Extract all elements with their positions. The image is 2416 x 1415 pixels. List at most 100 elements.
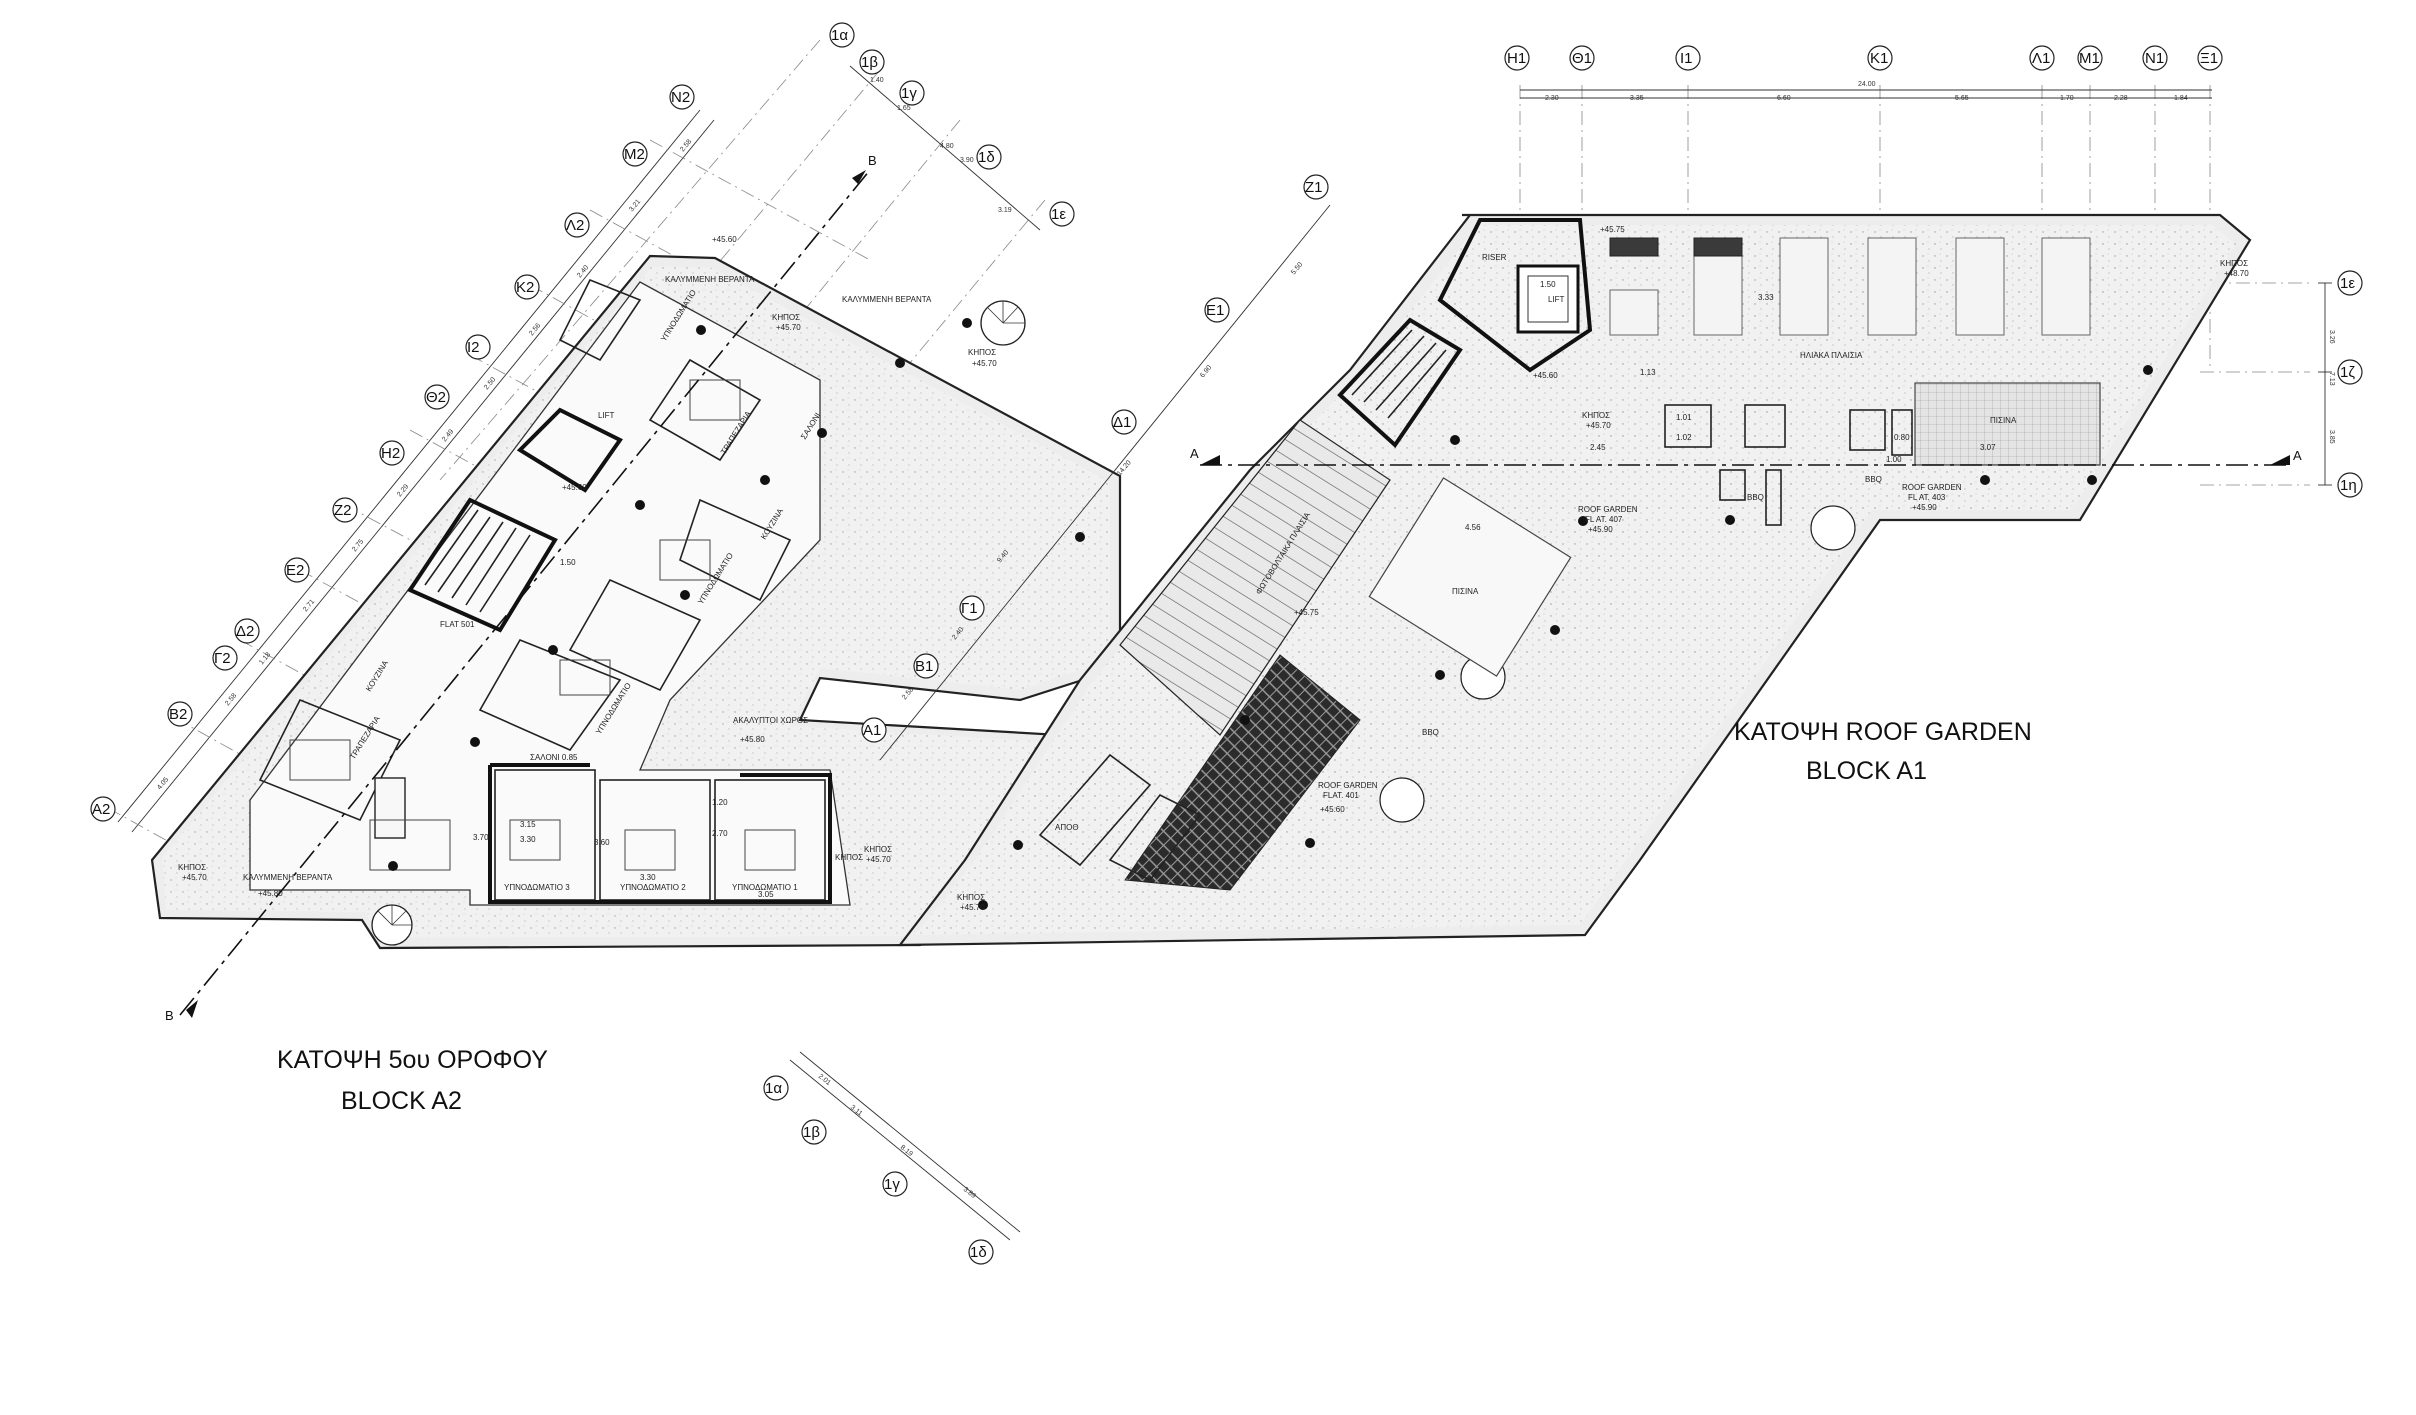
block-a1-title: ΚΑΤΟΨΗ ROOF GARDEN xyxy=(1734,718,2032,746)
dimension-label: 3.05 xyxy=(758,890,774,899)
grid-bubbles-bottom: 1α 1β 1γ 1δ 2.01 3.11 8.19 3.89 xyxy=(763,1051,1021,1265)
bbq-label: BBQ xyxy=(1865,475,1882,484)
grid-label: 1β xyxy=(803,1124,820,1141)
dimension-segment: 6.60 xyxy=(1777,95,1791,102)
grid-label: Ε2 xyxy=(286,562,304,579)
dimension-segment: 1.65 xyxy=(897,105,911,112)
grid-label: 1β xyxy=(861,54,878,71)
grid-label: Β2 xyxy=(169,706,187,723)
roof-garden-label: ROOF GARDEN xyxy=(1902,483,1962,492)
pool-label: ΠΙΣΙΝΑ xyxy=(1452,587,1479,596)
grid-label: 1ε xyxy=(1051,206,1066,223)
grid-label: Δ2 xyxy=(236,623,254,640)
dimension-label: 1.50 xyxy=(560,558,576,567)
living-label: ΣΑΛΟΝΙ 0.85 xyxy=(530,753,578,762)
dimension-segment: 2.28 xyxy=(2114,95,2128,102)
a1-right-dimension xyxy=(2318,282,2332,486)
level-label: +48.70 xyxy=(2224,269,2249,278)
grid-label: Κ2 xyxy=(516,279,534,296)
flat-label: FL AT. 403 xyxy=(1908,493,1946,502)
grid-label: Λ2 xyxy=(566,217,584,234)
grid-label: Ξ1 xyxy=(2200,50,2218,67)
level-label: +45.70 xyxy=(972,359,997,368)
dimension-segment: 3.11 xyxy=(849,1104,864,1118)
grid-label: 1η xyxy=(2340,477,2357,494)
dimension-label: 4.56 xyxy=(1465,523,1481,532)
level-label: +45.90 xyxy=(1588,525,1613,534)
a2-spiral-stair xyxy=(371,904,413,946)
a2-partitions xyxy=(258,278,832,904)
garden-label: ΚΗΠΟΣ xyxy=(968,348,996,357)
grid-label: Ζ1 xyxy=(1305,179,1323,196)
grid-label: Μ1 xyxy=(2079,50,2100,67)
dimension-segment: 1.40 xyxy=(870,77,884,84)
lift-dimension-label: 1.50 xyxy=(1540,280,1556,289)
level-label: +45.60 xyxy=(712,235,737,244)
dimension-segment: 1.18 xyxy=(258,651,272,666)
dimension-segment: 2.58 xyxy=(679,138,693,153)
dimension-label: 2.45 xyxy=(1590,443,1606,452)
dimension-segment: 2.71 xyxy=(302,598,316,613)
grid-label: Ζ2 xyxy=(334,502,352,519)
a1-small-rooms xyxy=(1038,753,1202,882)
dimension-segment: 14.20 xyxy=(1116,459,1133,477)
grid-label: Ι1 xyxy=(1680,50,1693,67)
grid-label: Η1 xyxy=(1507,50,1526,67)
section-a-right-marker: A xyxy=(2293,448,2302,463)
level-label: +45.80 xyxy=(258,889,283,898)
dimension-label: 3.07 xyxy=(1980,443,1996,452)
grid-label: 1δ xyxy=(978,149,995,166)
a1-pool-right xyxy=(1914,382,2101,466)
grid-label: Ε1 xyxy=(1206,302,1224,319)
block-a2-subtitle: BLOCK A2 xyxy=(341,1087,462,1115)
dimension-segment: 4.05 xyxy=(156,776,170,791)
dimension-segment: 3.26 xyxy=(2328,330,2335,344)
left-diagonal-dimension-lines xyxy=(117,109,715,833)
dimension-segment: 2.30 xyxy=(1545,95,1559,102)
level-label: +45.75 xyxy=(1600,225,1625,234)
dimension-label: 0.80 xyxy=(1894,433,1910,442)
dimension-segment: 2.50 xyxy=(483,376,497,391)
grid-label: Κ1 xyxy=(1870,50,1888,67)
level-label: +45.70 xyxy=(866,855,891,864)
covered-veranda-label: ΚΑΛΥΜΜΕΝΗ ΒΕΡΑΝΤΑ xyxy=(842,295,932,304)
block-a2-interior xyxy=(249,281,851,906)
grid-label: Γ1 xyxy=(961,600,978,617)
dimension-segment: 2.40 xyxy=(576,264,590,279)
level-label: +45.75 xyxy=(1294,608,1319,617)
level-label: +45.70 xyxy=(182,873,207,882)
dimension-segment: 8.19 xyxy=(899,1144,914,1158)
grid-label: 1α xyxy=(765,1080,782,1097)
a1-solar-panels xyxy=(1609,237,2091,336)
level-label: +45.90 xyxy=(1912,503,1937,512)
lift-label: LIFT xyxy=(1548,295,1565,304)
a2-columns xyxy=(388,318,1085,871)
dimension-label: 3.30 xyxy=(520,835,536,844)
covered-veranda-label: ΚΑΛΥΜΜΕΝΗ ΒΕΡΑΝΤΑ xyxy=(243,873,333,882)
garden-label: ΚΗΠΟΣ xyxy=(2220,259,2248,268)
garden-label: ΚΗΠΟΣ xyxy=(772,313,800,322)
dimension-segment: 5.65 xyxy=(1955,95,1969,102)
dimension-label: 1.13 xyxy=(1640,368,1656,377)
grid-label: Λ1 xyxy=(2032,50,2050,67)
block-a2-title: ΚΑΤΟΨΗ 5ου ΟΡΟΦΟΥ xyxy=(277,1046,548,1074)
dimension-label: 3.70 xyxy=(473,833,489,842)
dimension-segment: 7.13 xyxy=(2328,372,2335,386)
dimension-label: 1.00 xyxy=(1886,455,1902,464)
dimension-segment: 2.56 xyxy=(528,322,542,337)
bbq-label: BBQ xyxy=(1422,728,1439,737)
grid-label: 1γ xyxy=(901,85,917,102)
dimension-segment: 1.70 xyxy=(2060,95,2074,102)
garden-label: ΚΗΠΟΣ xyxy=(1582,411,1610,420)
a1-pv-array-striped xyxy=(1119,419,1391,736)
covered-veranda-label: ΚΑΛΥΜΜΕΝΗ ΒΕΡΑΝΤΑ xyxy=(665,275,755,284)
grid-label: Ν1 xyxy=(2145,50,2164,67)
bedroom-label: ΥΠΝΟΔΩΜΑΤΙΟ 3 xyxy=(504,883,570,892)
dimension-label: 3.30 xyxy=(640,873,656,882)
grid-label: Η2 xyxy=(381,445,400,462)
dimension-segment: 2.75 xyxy=(351,538,365,553)
dimension-segment: 3.89 xyxy=(962,1186,977,1200)
garden-label: ΚΗΠΟΣ xyxy=(178,863,206,872)
dimension-segment: 3.19 xyxy=(998,207,1012,214)
